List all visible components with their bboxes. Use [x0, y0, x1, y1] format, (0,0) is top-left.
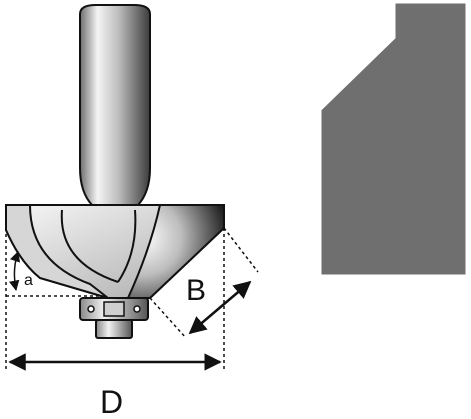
chamfer-face-left — [5, 204, 109, 299]
flute-curve — [60, 209, 119, 283]
angle-label: a — [24, 272, 33, 289]
chamfer-profile-icon — [320, 2, 467, 276]
diameter-dimension: D — [8, 228, 225, 419]
chamfer-dimension: B — [149, 227, 259, 339]
flute-edge — [117, 209, 137, 283]
router-bit-icon — [5, 4, 225, 339]
bearing-icon — [79, 297, 149, 339]
chamfer-label: B — [186, 274, 206, 307]
diameter-label: D — [100, 384, 123, 419]
shank — [79, 4, 151, 206]
angle-dimension: a — [5, 210, 108, 372]
cutting-wing — [126, 204, 225, 299]
